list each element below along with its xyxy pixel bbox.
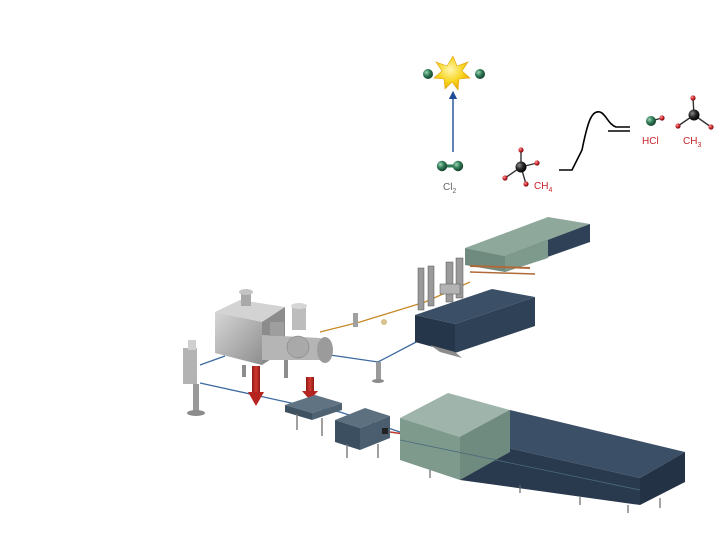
cube-detector	[335, 408, 405, 458]
ch4-label: CH4	[534, 181, 552, 194]
cl-atom-left	[423, 69, 433, 79]
laser-arrow-right	[302, 377, 318, 400]
reaction-energy-curve	[559, 111, 630, 171]
hcl-molecule	[646, 115, 665, 126]
crossed-beam-apparatus	[183, 217, 685, 513]
left-tower	[183, 340, 205, 416]
magnet-middle	[415, 289, 535, 358]
optic-mount	[353, 313, 387, 383]
magnet-stack-back	[465, 217, 590, 275]
photodissociation-flash	[423, 55, 485, 91]
cl2-label: Cl2	[443, 182, 456, 195]
laser-arrow-left	[248, 366, 264, 406]
beam-line-upper	[329, 339, 421, 363]
reaction-scheme: Cl2 CH4 HCl	[423, 55, 714, 195]
main-vacuum-chamber	[215, 289, 333, 378]
hcl-label: HCl	[642, 136, 659, 147]
upper-pillars	[417, 257, 464, 311]
interaction-module	[285, 395, 342, 436]
ch3-molecule	[675, 95, 714, 130]
ch3-label: CH3	[683, 136, 701, 149]
ch4-molecule	[502, 147, 540, 187]
cl-atom-right	[475, 69, 485, 79]
beam-line-left	[199, 355, 226, 366]
flash-star	[433, 55, 471, 91]
magnet-stack-front	[399, 393, 685, 513]
cl2-molecule	[436, 160, 464, 172]
